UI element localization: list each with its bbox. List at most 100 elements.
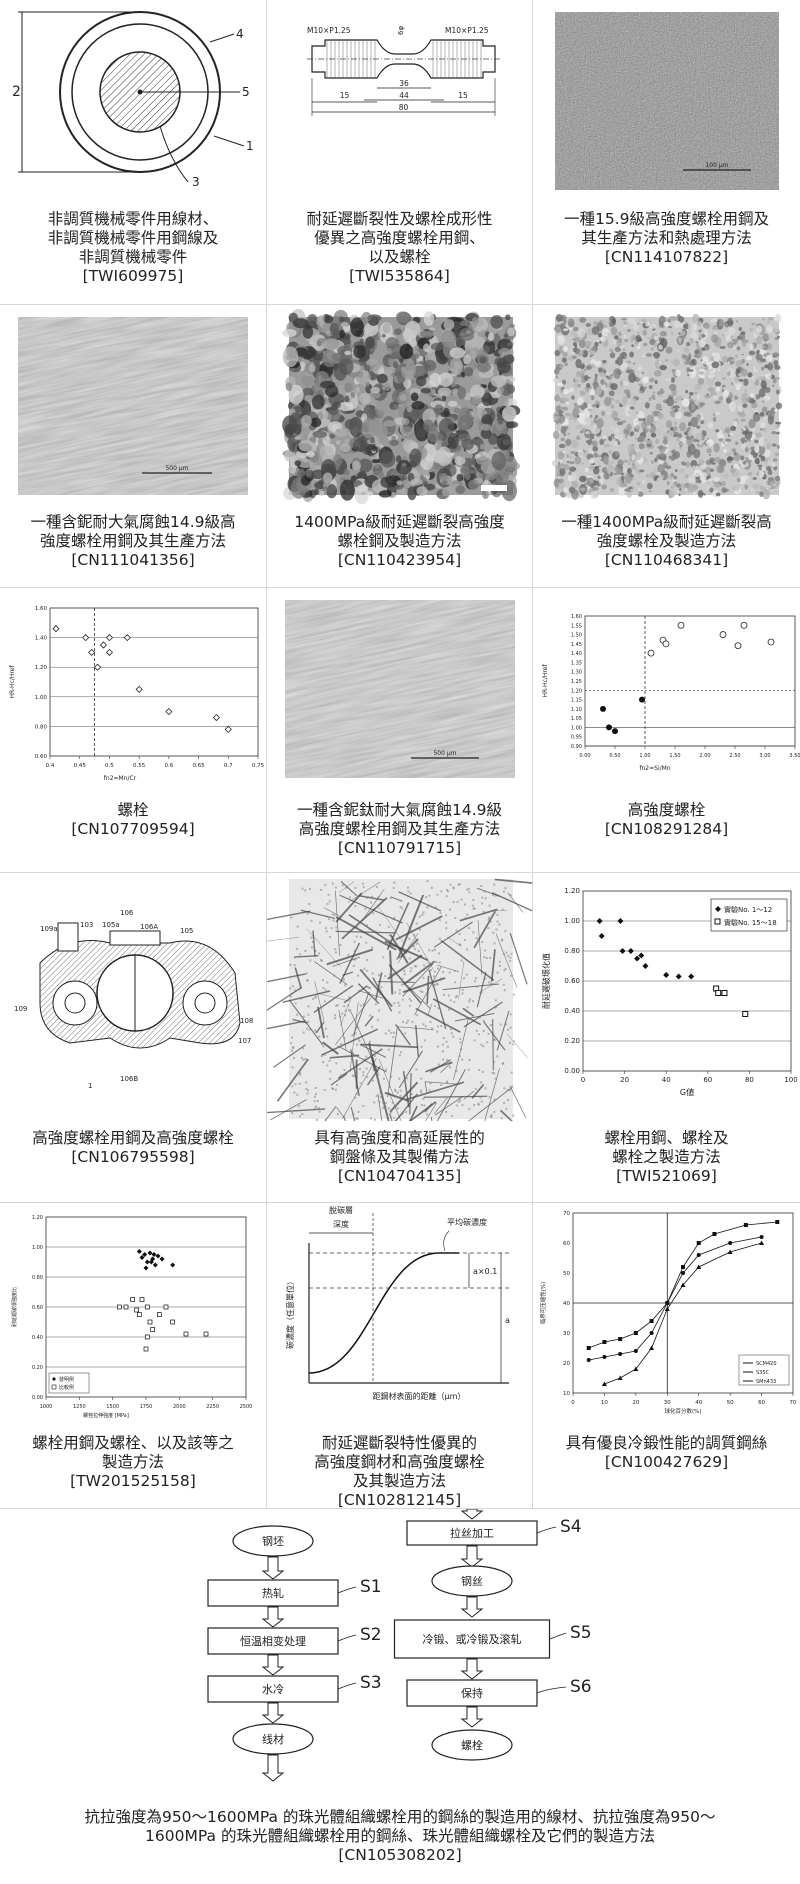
flow-node [431,1729,513,1761]
x-tick-label: 40 [662,1076,671,1084]
micrograph-figure: 500 μm [267,588,532,793]
patent-card[interactable]: 具有高強度和高延展性的鋼盤條及其製備方法[CN104704135] [267,873,533,1203]
data-point [633,1366,639,1371]
figure-label: 106 [120,909,134,917]
data-point [88,648,96,656]
data-point [740,621,748,629]
figure-label: 105a [102,921,120,929]
flow-node [207,1579,339,1607]
data-point [134,1307,140,1313]
data-point [152,1262,158,1268]
data-point [148,1259,154,1265]
y-axis-title: HR-Hc/Href [542,664,549,698]
data-point [759,1235,764,1239]
scale-bar-label: 500 μm [165,465,188,472]
patent-caption: 螺栓用鋼、螺栓及螺栓之製造方法[TWI521069] [537,1129,796,1186]
data-point [649,1331,654,1335]
step-label: S2 [360,1625,382,1645]
legend-label: SCM420 [756,1361,777,1367]
flow-node [207,1627,339,1655]
y-tick-label: 1.15 [571,698,582,704]
data-point [680,1282,686,1287]
data-point [696,1241,701,1245]
y-tick-label: 0.00 [32,1395,43,1401]
legend-label: 實驗No. 15～18 [724,918,777,927]
patent-card[interactable]: 1400MPa級耐延遲斷裂高強度螺栓鋼及製造方法[CN110423954] [267,305,533,588]
data-point [130,1297,136,1302]
data-point [143,1346,149,1352]
x-axis-title: G値 [680,1087,694,1097]
flow-arrow [261,1702,285,1724]
patent-title-line: 1600MPa 的珠光體組織螺栓用的鋼絲、珠光體組織螺栓及它們的製造方法 [145,1827,655,1845]
data-point [665,1301,670,1305]
data-point [163,1304,169,1310]
y-tick-label: 1.00 [564,917,580,925]
data-point [602,1355,607,1359]
flow-arrow [460,1658,484,1680]
patent-caption: 一種1400MPa級耐延遲斷裂高強度螺栓及製造方法[CN110468341] [537,513,796,570]
patent-title-line: 螺栓用鋼、螺栓及 [604,1129,729,1147]
microstructure-figure [267,873,532,1121]
patent-caption: 具有優良冷鍛性能的調質鋼絲[CN100427629] [537,1434,796,1472]
data-point [183,1331,189,1337]
data-point [156,1312,162,1317]
y-tick-label: 0.00 [564,1067,580,1075]
patent-caption: 高強度螺栓用鋼及高強度螺栓[CN106795598] [4,1129,262,1167]
data-point [203,1331,209,1337]
patent-title-line: 優異之高強度螺栓用鋼、 [314,229,485,247]
micrograph-figure [267,305,532,505]
data-point [212,713,220,722]
legend-label: SMn433 [756,1379,776,1385]
figure-label: 106A [140,923,158,931]
figure-label: 36 [399,79,409,88]
figure-label: 2 [12,84,21,100]
data-point [743,1223,748,1227]
data-point [759,1240,765,1245]
figure-label: a [505,1316,510,1325]
data-point [639,696,645,703]
flow-node-label: 保持 [461,1686,483,1700]
data-point [155,1253,161,1259]
data-point [52,625,60,633]
patent-number: [CN107709594] [71,820,195,838]
y-tick-label: 70 [563,1211,570,1217]
figure-label: 4 [236,27,244,41]
data-point [123,634,131,642]
patent-number: [CN110791715] [337,839,462,857]
y-tick-label: 1.50 [571,633,582,639]
x-tick-label: 40 [695,1400,702,1406]
patent-title-line: 具有高強度和高延展性的 [314,1129,485,1147]
data-point [767,638,775,646]
patent-title-line: 及其製造方法 [352,1472,446,1490]
patent-card[interactable]: 一種1400MPa級耐延遲斷裂高強度螺栓及製造方法[CN110468341] [533,305,800,588]
y-tick-label: 0.60 [32,1305,43,1311]
flow-node-label: 恒温相变处理 [240,1634,306,1648]
patent-number: [TWI521069] [616,1167,717,1185]
step-label: S6 [570,1677,592,1697]
x-tick-label: 30 [664,1400,671,1406]
patent-title-line: 高強度螺栓 [627,801,706,819]
patent-number: [CN114107822] [604,248,729,266]
patent-title-line: 非調質機械零件用線材、 [47,210,219,228]
data-point [649,1345,655,1350]
scale-bar-label: 100 μm [705,162,728,169]
step-label: S3 [360,1673,382,1693]
flow-node-label: 线材 [262,1732,284,1746]
x-tick-label: 0.55 [133,763,146,769]
x-tick-label: 1250 [73,1404,86,1410]
y-tick-label: 1.55 [571,623,582,629]
